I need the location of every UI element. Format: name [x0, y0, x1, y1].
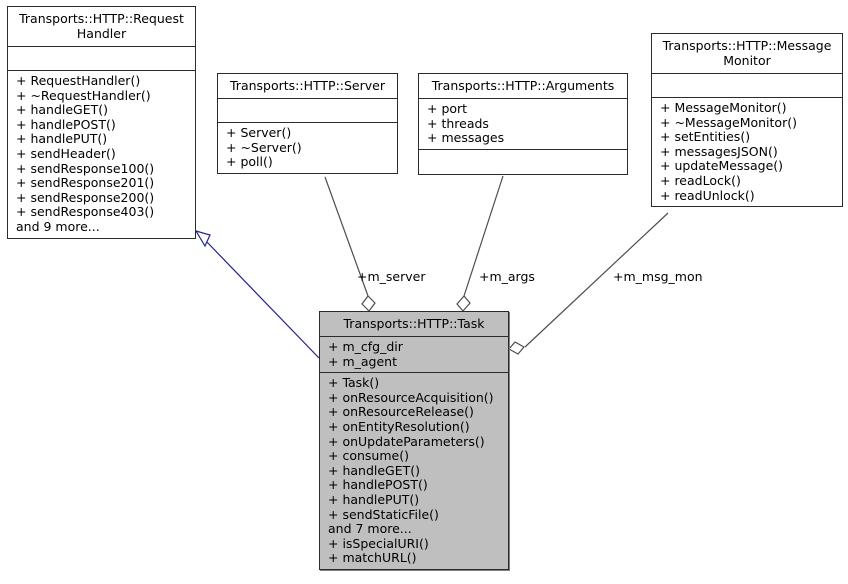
member-item: + threads [427, 115, 489, 131]
class-node-request-handler[interactable]: Transports::HTTP::Request Handler + Requ… [7, 6, 196, 239]
member-item: + sendResponse200() [16, 189, 155, 205]
inheritance-edge-task-to-requesthandler [194, 230, 320, 359]
member-item: + handlePUT() [16, 131, 108, 147]
attributes-section-arguments: + port + threads + messages [419, 99, 627, 150]
member-item: + MessageMonitor() [660, 100, 787, 115]
member-item: + readUnlock() [660, 187, 755, 203]
member-item: + Server() [226, 125, 292, 140]
member-item: and 9 more... [16, 218, 100, 234]
class-title-message-monitor: Transports::HTTP::Message Monitor [652, 34, 842, 74]
edge-label-m-args: +m_args [479, 269, 535, 284]
methods-section-task: + Task() + onResourceAcquisition() + onR… [320, 373, 508, 569]
member-item: + matchURL() [328, 550, 417, 566]
attributes-section-message-monitor [652, 74, 842, 98]
member-item: + messages [427, 130, 505, 146]
methods-section-server: + Server() + ~Server() + poll() [218, 123, 397, 173]
class-title-task: Transports::HTTP::Task [320, 312, 508, 337]
class-node-arguments[interactable]: Transports::HTTP::Arguments + port + thr… [418, 73, 628, 175]
member-item: + handlePOST() [328, 477, 428, 493]
methods-section-message-monitor: + MessageMonitor() + ~MessageMonitor() +… [652, 98, 842, 206]
member-item: + sendResponse201() [16, 175, 155, 191]
member-item: + ~RequestHandler() [16, 87, 151, 103]
attributes-section-server [218, 99, 397, 123]
member-item: + handlePUT() [328, 491, 420, 507]
member-item: and 7 more... [328, 521, 412, 537]
association-edge-arguments [456, 175, 504, 312]
association-edge-server [324, 176, 376, 312]
member-item: + port [427, 101, 468, 116]
member-item: + RequestHandler() [16, 73, 141, 88]
member-item: + handleGET() [16, 102, 109, 118]
member-item: + sendResponse403() [16, 204, 155, 220]
member-item: + isSpecialURI() [328, 535, 429, 551]
methods-section-arguments [419, 150, 627, 174]
attributes-section-task: + m_cfg_dir + m_agent [320, 337, 508, 374]
member-item: + consume() [328, 448, 409, 464]
attributes-section-request-handler [8, 47, 195, 71]
class-title-arguments: Transports::HTTP::Arguments [419, 74, 627, 99]
member-item: + sendResponse100() [16, 160, 155, 176]
member-item: + setEntities() [660, 129, 751, 145]
class-node-server[interactable]: Transports::HTTP::Server + Server() + ~S… [217, 73, 398, 174]
class-title-server: Transports::HTTP::Server [218, 74, 397, 99]
member-item: + ~Server() [226, 139, 302, 155]
member-item: + readLock() [660, 172, 741, 188]
class-title-request-handler: Transports::HTTP::Request Handler [8, 7, 195, 47]
member-item: + handleGET() [328, 462, 421, 478]
member-item: + sendStaticFile() [328, 506, 439, 522]
member-item: + onResourceAcquisition() [328, 389, 494, 405]
member-item: + messagesJSON() [660, 143, 778, 159]
member-item: + m_agent [328, 353, 397, 369]
member-item: + ~MessageMonitor() [660, 114, 797, 130]
member-item: + onEntityResolution() [328, 418, 470, 434]
member-item: + poll() [226, 154, 273, 170]
edge-label-m-msg-mon: +m_msg_mon [613, 269, 703, 284]
member-item: + onResourceRelease() [328, 404, 474, 420]
member-item: + Task() [328, 375, 380, 391]
class-node-message-monitor[interactable]: Transports::HTTP::Message Monitor + Mess… [651, 33, 843, 208]
member-item: + handlePOST() [16, 116, 116, 132]
class-node-task[interactable]: Transports::HTTP::Task + m_cfg_dir + m_a… [319, 311, 509, 570]
methods-section-request-handler: + RequestHandler() + ~RequestHandler() +… [8, 71, 195, 238]
member-item: + sendHeader() [16, 145, 116, 161]
edge-label-m-server: +m_server [357, 269, 426, 284]
member-item: + updateMessage() [660, 158, 784, 174]
member-item: + onUpdateParameters() [328, 433, 485, 449]
member-item: + m_cfg_dir [328, 339, 403, 354]
